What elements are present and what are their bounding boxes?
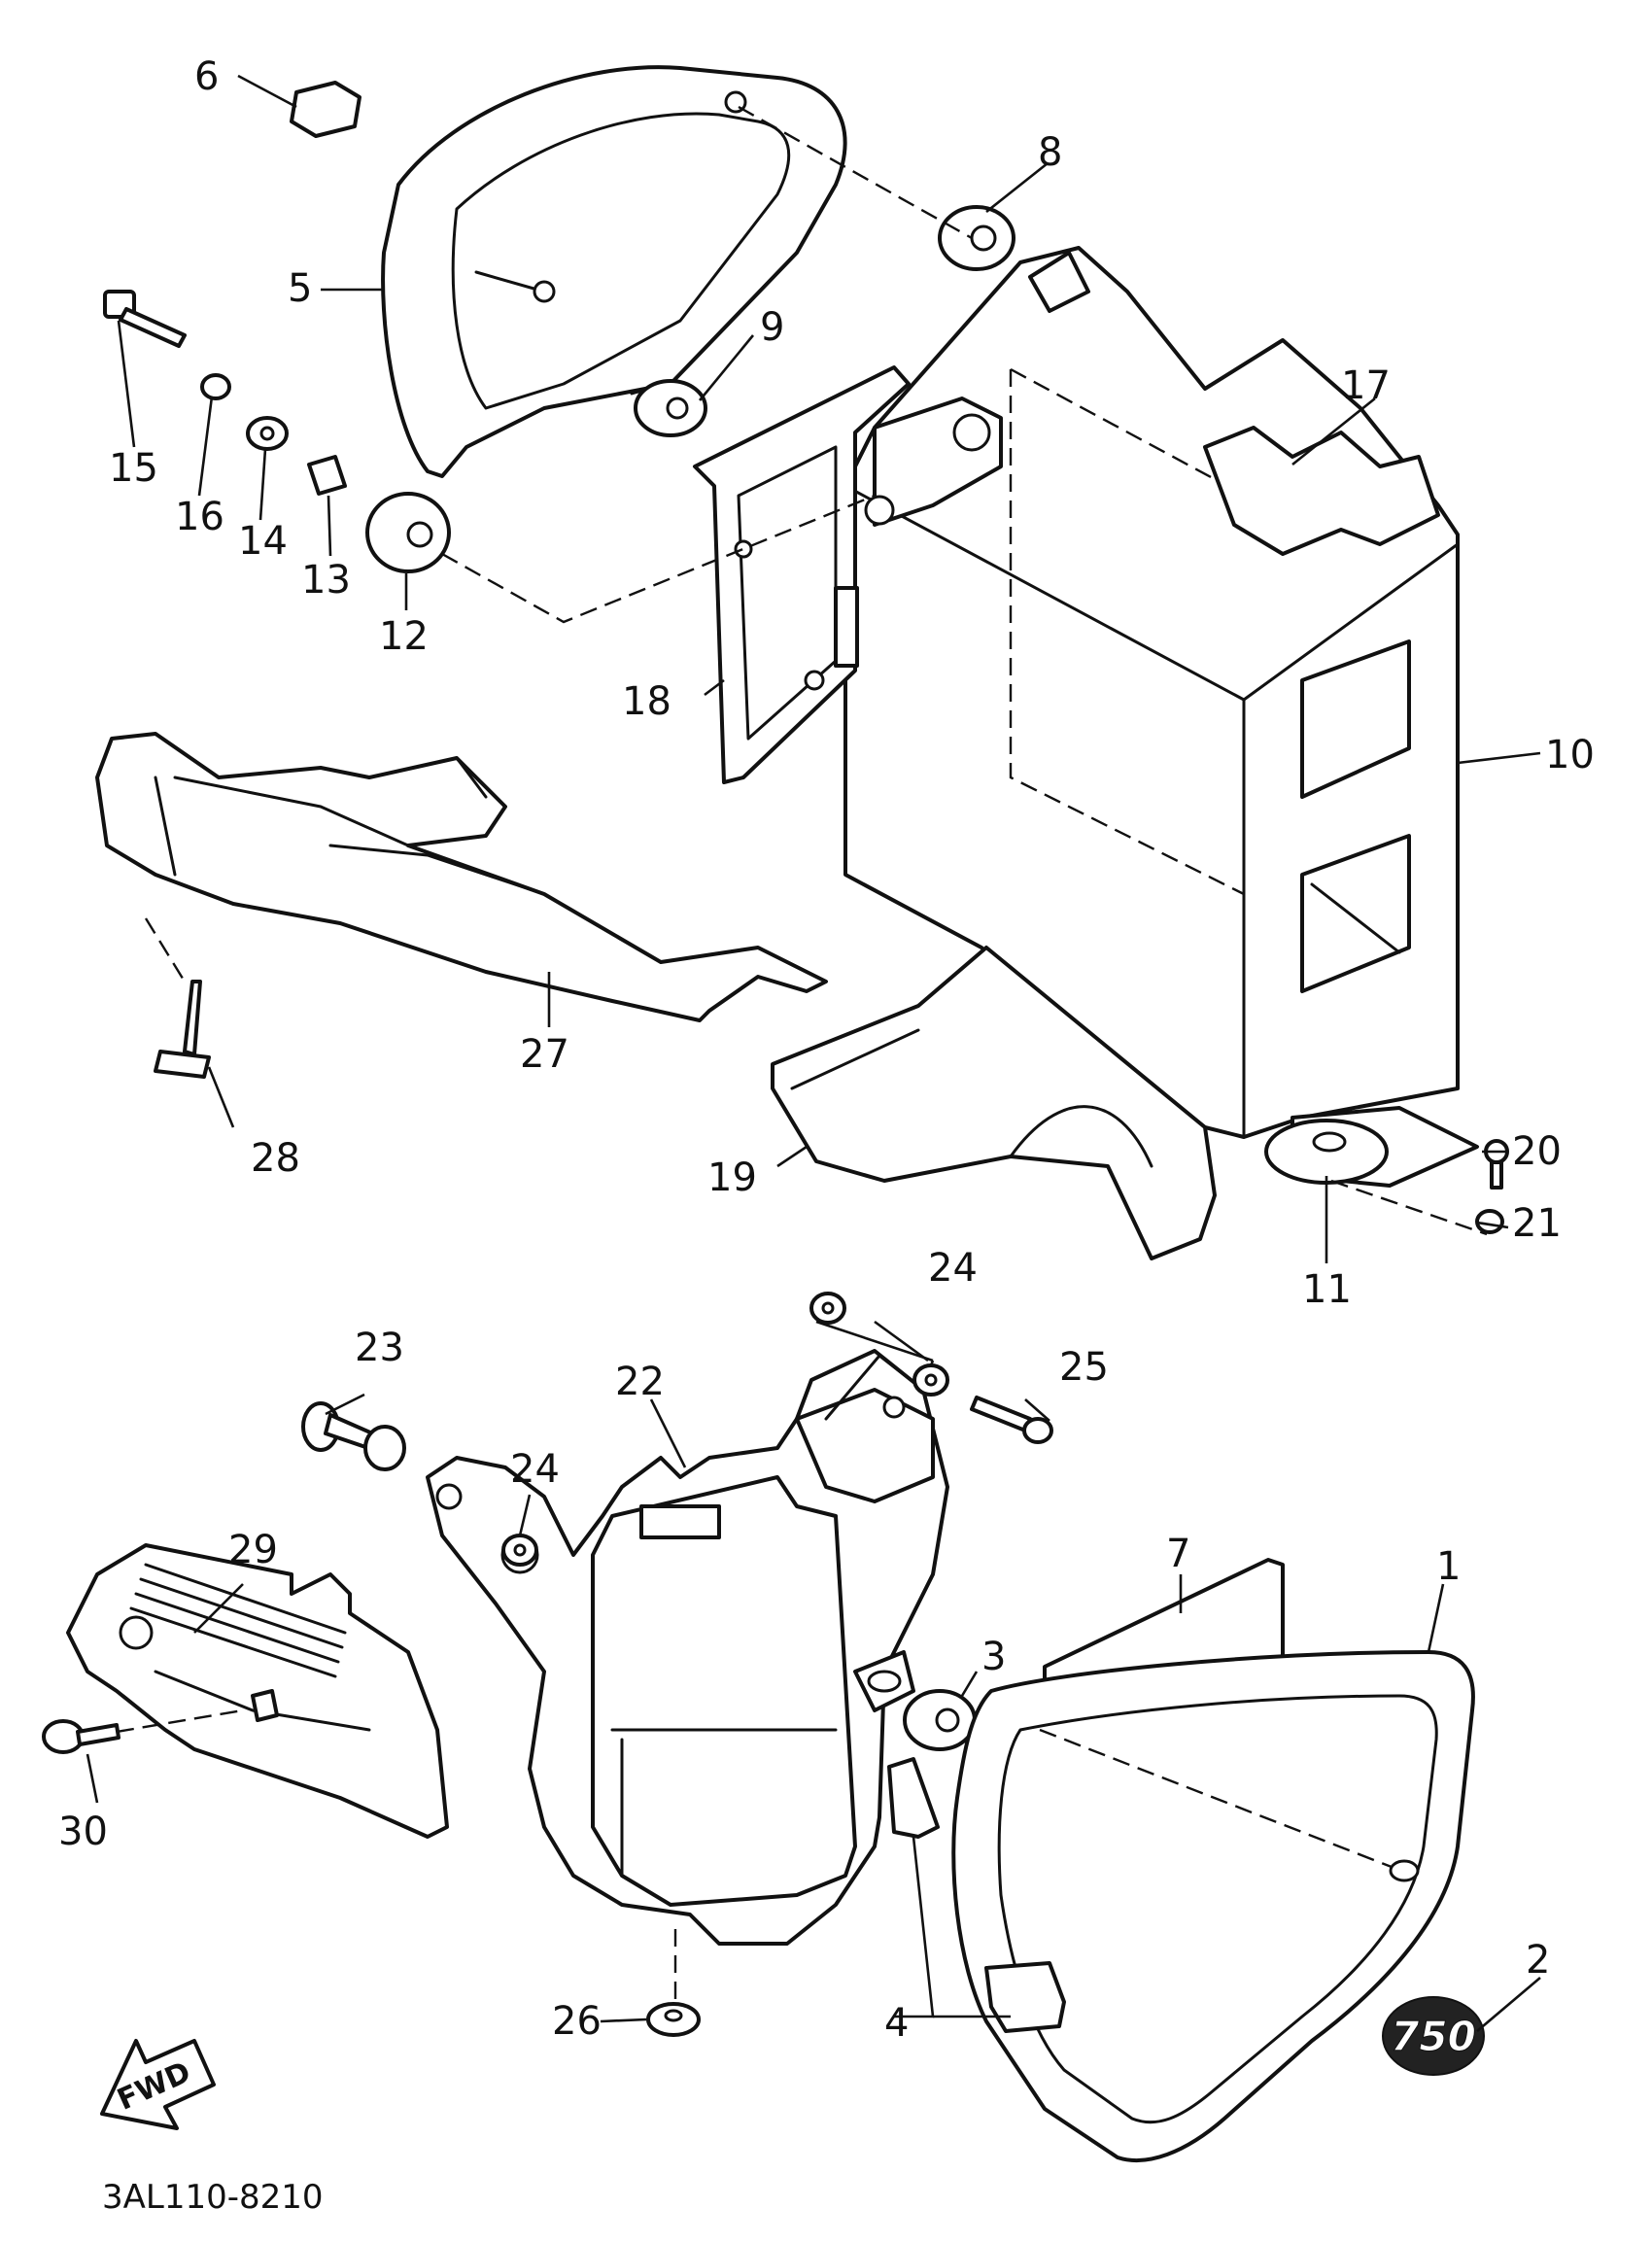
part-2-emblem: 750 [1382, 1996, 1485, 2076]
label-part-2: 2 [1526, 1938, 1550, 1983]
label-part-25: 25 [1059, 1345, 1109, 1390]
part-18-bracket [693, 365, 911, 784]
part-4-pad-lower [984, 1961, 1066, 2033]
label-part-18: 18 [622, 679, 671, 724]
part-25-screw [970, 1396, 1053, 1444]
part-10-mount-arm [864, 397, 1003, 527]
label-part-14: 14 [238, 519, 288, 564]
label-part-9: 9 [760, 305, 784, 350]
label-part-4: 4 [884, 2001, 909, 2046]
label-part-24-box: 24 [510, 1447, 560, 1492]
part-13-collar [307, 455, 347, 496]
part-9-grommet [634, 379, 707, 437]
label-part-29: 29 [228, 1528, 278, 1572]
label-part-21: 21 [1512, 1201, 1562, 1246]
part-3-grommet [903, 1689, 977, 1751]
label-part-19: 19 [707, 1155, 757, 1200]
label-part-30: 30 [58, 1810, 108, 1854]
part-6-clip [290, 81, 361, 138]
part-21-nut [1475, 1209, 1504, 1234]
label-part-12: 12 [379, 614, 429, 659]
label-part-6: 6 [194, 54, 219, 99]
label-part-20: 20 [1512, 1129, 1562, 1174]
part-14-washer [246, 416, 289, 451]
part-labels: 6 5 8 9 17 15 16 14 13 12 18 10 27 28 19… [58, 54, 1595, 2046]
part-22-filter-box [426, 1349, 949, 1946]
label-part-8: 8 [1038, 130, 1062, 175]
part-30-screw [42, 1719, 120, 1754]
part-24-washer-right [912, 1363, 949, 1397]
label-part-23: 23 [355, 1326, 404, 1370]
part-16-washer [200, 373, 231, 400]
label-part-26: 26 [552, 1999, 602, 2044]
label-part-17: 17 [1341, 363, 1391, 408]
label-part-27: 27 [520, 1032, 569, 1077]
label-part-7: 7 [1166, 1532, 1190, 1576]
diagram-code: 3AL110-8210 [102, 2178, 324, 2217]
label-part-22: 22 [615, 1360, 665, 1404]
part-12-grommet [365, 492, 451, 573]
part-17-protector [1203, 426, 1440, 556]
assembly-lines [116, 105, 1488, 2004]
part-8-grommet [938, 205, 1015, 271]
part-29-cover-panel [66, 1543, 449, 1839]
fwd-arrow-icon: FWD [100, 2039, 216, 2130]
label-part-5: 5 [288, 266, 312, 311]
label-part-10: 10 [1545, 733, 1595, 777]
label-part-1: 1 [1436, 1544, 1461, 1589]
part-11-damper [1264, 1119, 1389, 1185]
label-part-3: 3 [981, 1635, 1006, 1679]
part-20-screw [1484, 1139, 1509, 1190]
label-part-16: 16 [175, 495, 224, 539]
label-part-24-top: 24 [928, 1246, 978, 1291]
label-part-15: 15 [109, 446, 158, 491]
label-part-13: 13 [301, 558, 351, 603]
part-27-duct [95, 732, 828, 1022]
part-4-pad-upper [887, 1757, 940, 1839]
part-24-washer-top [809, 1292, 846, 1325]
part-1-side-cover [951, 1650, 1475, 2162]
emblem-text: 750 [1391, 2013, 1476, 2060]
leader-lines [86, 74, 1541, 2032]
part-23-bolt [301, 1401, 406, 1471]
part-24-washer-box [501, 1534, 538, 1567]
part-26-grommet [646, 2002, 701, 2037]
part-15-bolt [103, 290, 187, 348]
part-28-screw [154, 980, 211, 1079]
label-part-11: 11 [1302, 1267, 1352, 1312]
label-part-28: 28 [251, 1136, 300, 1181]
